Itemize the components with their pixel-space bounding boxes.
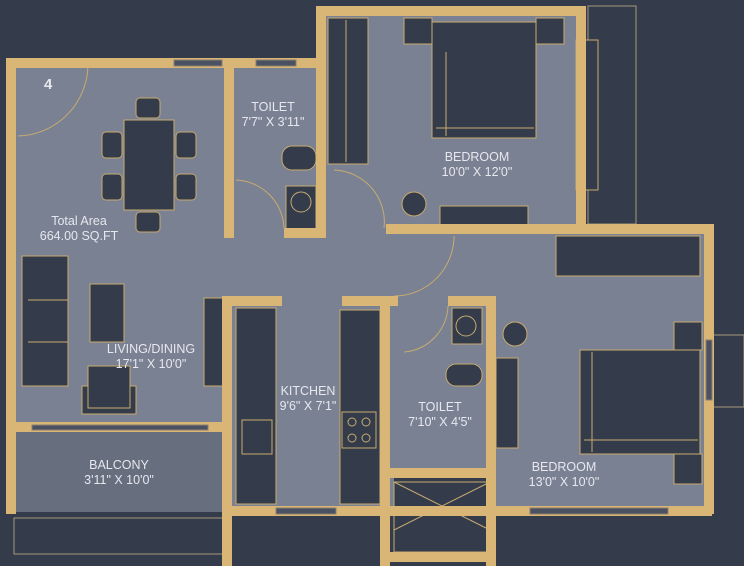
total-area-value: 664.00 SQ.FT xyxy=(39,229,119,243)
room-name: BEDROOM xyxy=(531,460,597,474)
room-label-kitchen: KITCHEN 9'6" X 7'1" xyxy=(280,384,337,414)
room-label-balcony: BALCONY 3'11" X 10'0" xyxy=(84,458,154,488)
room-label-bedroom-1: BEDROOM 10'0" X 12'0" xyxy=(442,150,513,180)
room-name: TOILET xyxy=(418,400,462,414)
room-label-bedroom-2: BEDROOM 13'0" X 10'0" xyxy=(529,460,600,490)
room-dims: 10'0" X 12'0" xyxy=(441,165,513,179)
room-dims: 7'10" X 4'5" xyxy=(408,415,472,429)
door-swings xyxy=(17,65,455,353)
room-dims: 9'6" X 7'1" xyxy=(279,399,337,413)
total-area-title: Total Area xyxy=(51,214,107,228)
room-label-toilet-1: TOILET 7'7" X 3'11" xyxy=(242,100,305,130)
room-name: KITCHEN xyxy=(280,384,336,398)
room-label-living-dining: LIVING/DINING 17'1" X 10'0" xyxy=(107,342,195,372)
room-label-toilet-2: TOILET 7'10" X 4'5" xyxy=(408,400,472,430)
room-name: BALCONY xyxy=(89,458,149,472)
furniture xyxy=(21,17,703,553)
room-dims: 7'7" X 3'11" xyxy=(241,115,305,129)
room-name: BEDROOM xyxy=(444,150,510,164)
windows xyxy=(31,59,713,515)
room-dims: 13'0" X 10'0" xyxy=(528,475,600,489)
room-dims: 3'11" X 10'0" xyxy=(84,473,154,487)
room-dims: 17'1" X 10'0" xyxy=(115,357,187,371)
unit-number: 4 xyxy=(44,76,53,93)
total-area-label: Total Area 664.00 SQ.FT xyxy=(40,214,119,244)
room-name: LIVING/DINING xyxy=(106,342,196,356)
room-name: TOILET xyxy=(251,100,295,114)
